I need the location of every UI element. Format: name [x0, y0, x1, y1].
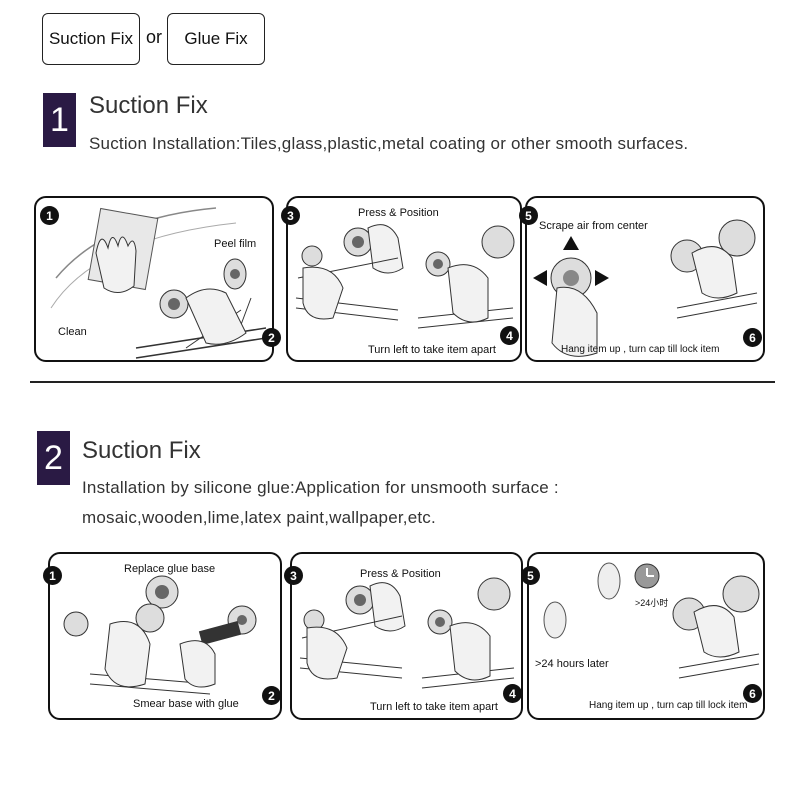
- section-1-panel-3: 5 6 Scrape air from center Hang item up …: [519, 196, 765, 362]
- caption-turn-left-2: Turn left to take item apart: [370, 701, 498, 713]
- step-badge-6b: 6: [743, 684, 762, 703]
- caption-24-hours-later: >24 hours later: [535, 658, 609, 670]
- caption-scrape-air: Scrape air from center: [539, 220, 648, 232]
- step-badge-2b: 2: [262, 686, 281, 705]
- caption-peel-film: Peel film: [214, 238, 257, 250]
- press-and-turn-illustration-2: [299, 577, 515, 689]
- step-badge-1: 1: [40, 206, 59, 225]
- section-1-number: 1: [43, 93, 76, 147]
- section-2-panel-1: 1 2 Replace glue base Smear base with gl…: [43, 552, 282, 720]
- step-badge-1b: 1: [43, 566, 62, 585]
- caption-24-hours-cn: >24小时: [635, 598, 669, 608]
- section-2-description-line-1: Installation by silicone glue:Applicatio…: [82, 478, 559, 497]
- press-and-turn-illustration: [295, 224, 515, 329]
- step-badge-4: 4: [500, 326, 519, 345]
- caption-hang-item: Hang item up , turn cap till lock item: [561, 344, 720, 355]
- caption-replace-glue-base: Replace glue base: [124, 563, 216, 575]
- step-badge-2: 2: [262, 328, 281, 347]
- glue-base-illustration: [63, 575, 257, 695]
- section-2-panel-2: 3 4 Press & Position Turn left to take i…: [284, 552, 523, 720]
- or-label: or: [146, 27, 163, 47]
- section-2-panel-3: 5 6 >24小时 >24 hours later Hang item up ,…: [521, 552, 765, 720]
- caption-smear-base: Smear base with glue: [133, 698, 239, 710]
- wait-and-hang-illustration: [543, 562, 760, 679]
- section-1-description: Suction Installation:Tiles,glass,plastic…: [89, 134, 689, 153]
- caption-turn-left: Turn left to take item apart: [368, 344, 496, 356]
- section-1-panel-2: 3 4 Press & Position Turn left to take i…: [281, 196, 522, 362]
- step-badge-3b: 3: [284, 566, 303, 585]
- caption-hang-item-2: Hang item up , turn cap till lock item: [589, 700, 748, 711]
- caption-press-position: Press & Position: [358, 207, 439, 219]
- scrape-and-hang-illustration: [533, 219, 758, 357]
- section-2-description-line-2: mosaic,wooden,lime,latex paint,wallpaper…: [82, 508, 436, 527]
- section-1-title: Suction Fix: [89, 92, 208, 119]
- caption-clean: Clean: [58, 326, 87, 338]
- step-badge-3: 3: [281, 206, 300, 225]
- section-1-panel-1: 1 2 Peel film Clean: [34, 196, 281, 362]
- section-2-number: 2: [37, 431, 70, 485]
- clean-and-peel-illustration: [50, 207, 267, 359]
- step-badge-4b: 4: [503, 684, 522, 703]
- caption-press-position-2: Press & Position: [360, 568, 441, 580]
- step-badge-5: 5: [519, 206, 538, 225]
- tab-suction-fix[interactable]: Suction Fix: [42, 13, 140, 65]
- step-badge-5b: 5: [521, 566, 540, 585]
- step-badge-6: 6: [743, 328, 762, 347]
- section-2-title: Suction Fix: [82, 437, 201, 464]
- section-divider: [30, 381, 775, 383]
- tab-glue-fix[interactable]: Glue Fix: [167, 13, 265, 65]
